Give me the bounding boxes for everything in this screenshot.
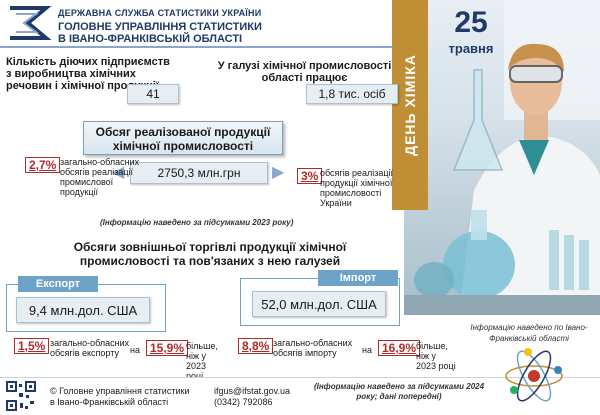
workers-label: У галузі хімічної промисловості області … bbox=[217, 60, 392, 84]
footer-contacts: ifgus@ifstat.gov.ua (0342) 792086 bbox=[214, 386, 290, 408]
workers-value: 1,8 тис. осіб bbox=[306, 84, 398, 104]
chemist-illustration bbox=[404, 0, 600, 315]
import-growth-pct: 16,9% bbox=[378, 340, 421, 356]
gus-logo-icon bbox=[10, 6, 52, 40]
header-divider bbox=[0, 46, 405, 48]
sales-left-text: загально-обласних обсягів реалізації про… bbox=[60, 157, 140, 197]
arrow-right-icon: ▶ bbox=[272, 164, 285, 181]
footer-email[interactable]: ifgus@ifstat.gov.ua bbox=[214, 386, 291, 396]
chemist-photo bbox=[404, 0, 600, 315]
sales-note: (Інформацію наведено за підсумками 2023 … bbox=[100, 218, 294, 227]
trade-title: Обсяги зовнішньої торгівлі продукції хім… bbox=[73, 240, 347, 268]
sales-value: 2750,3 млн.грн bbox=[130, 162, 268, 184]
arrow-left-icon: ◀ bbox=[112, 164, 125, 181]
import-share-text: загально-обласних обсягів імпорту bbox=[273, 338, 353, 358]
export-growth-prefix: на bbox=[130, 345, 140, 355]
export-share-text: загально-обласних обсягів експорту bbox=[50, 338, 130, 358]
footer-phone: (0342) 792086 bbox=[214, 397, 273, 407]
import-growth-text: більше, ніж у 2023 році bbox=[416, 341, 456, 371]
footer bbox=[0, 377, 600, 415]
sales-title: Обсяг реалізованої продукції хімічної пр… bbox=[83, 121, 283, 155]
enterprises-value: 41 bbox=[127, 84, 179, 104]
holiday-banner bbox=[392, 0, 428, 210]
atom-molecule-icon bbox=[505, 348, 563, 402]
date-month: травня bbox=[448, 41, 494, 56]
org-name-small: ДЕРЖАВНА СЛУЖБА СТАТИСТИКИ УКРАЇНИ bbox=[58, 8, 262, 18]
holiday-title: ДЕНЬ ХІМІКА bbox=[402, 54, 418, 156]
footer-copyright: © Головне управління статистики в Івано-… bbox=[50, 386, 189, 408]
import-share-pct: 8,8% bbox=[238, 338, 274, 354]
enterprises-label: Кількість діючих підприємств з виробницт… bbox=[6, 56, 170, 92]
import-value: 52,0 млн.дол. США bbox=[252, 291, 386, 317]
export-value: 9,4 млн.дол. США bbox=[16, 297, 150, 323]
trade-note: (Інформацію наведено за підсумками 2024 … bbox=[313, 382, 485, 401]
footer-copyright-line-2: в Івано-Франківській області bbox=[50, 397, 169, 407]
footer-copyright-line-1: © Головне управління статистики bbox=[50, 386, 190, 396]
sales-right-text: обсягів реалізації продукції хімічної пр… bbox=[320, 168, 394, 208]
export-growth-pct: 15,9% bbox=[146, 340, 189, 356]
export-share-pct: 1,5% bbox=[14, 338, 50, 354]
export-growth-text: більше, ніж у 2023 році bbox=[186, 341, 218, 381]
sales-left-pct: 2,7% bbox=[25, 157, 61, 173]
region-note: Інформацію наведено по Івано-Франківські… bbox=[470, 323, 588, 343]
import-tab: Імпорт bbox=[318, 270, 398, 286]
sales-right-pct: 3% bbox=[297, 168, 323, 184]
qr-code-icon bbox=[6, 381, 36, 411]
org-name-line-2: В ІВАНО-ФРАНКІВСЬКІЙ ОБЛАСТІ bbox=[58, 33, 243, 45]
org-name: ГОЛОВНЕ УПРАВЛІННЯ СТАТИСТИКИ В ІВАНО-ФР… bbox=[58, 21, 358, 45]
org-name-line-1: ГОЛОВНЕ УПРАВЛІННЯ СТАТИСТИКИ bbox=[58, 21, 262, 33]
date-day: 25 bbox=[454, 6, 488, 39]
import-growth-prefix: на bbox=[362, 345, 372, 355]
export-tab: Експорт bbox=[18, 276, 98, 292]
